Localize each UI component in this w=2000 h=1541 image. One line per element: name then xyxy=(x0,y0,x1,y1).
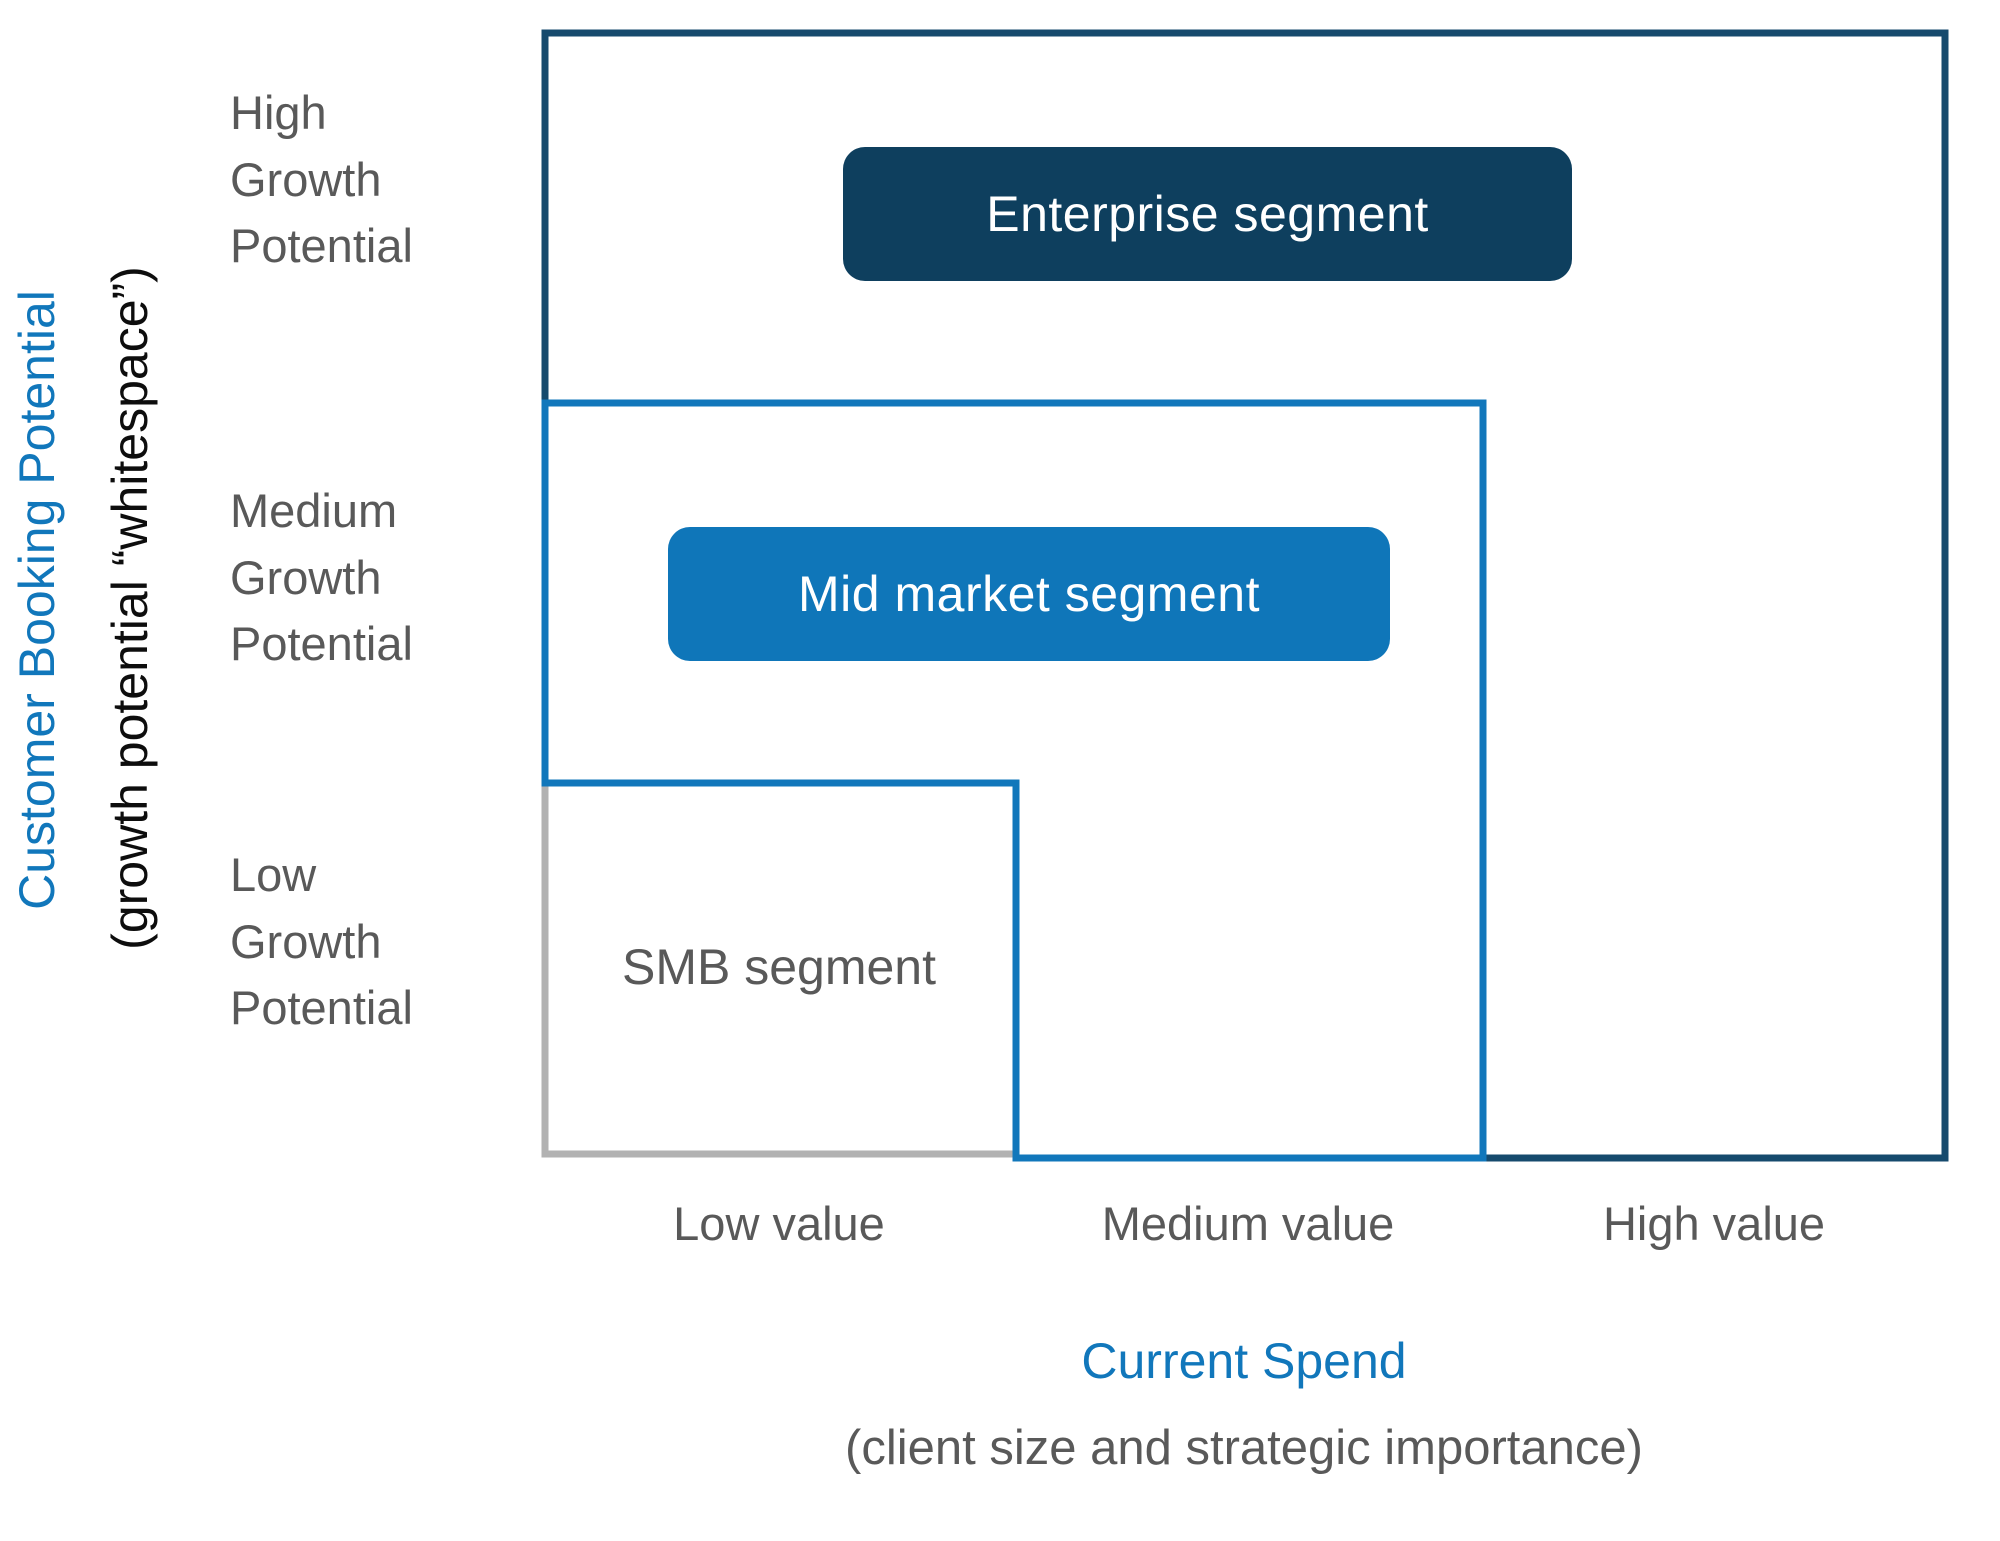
y-axis-title: Customer Booking Potential xyxy=(9,290,65,910)
enterprise-segment-label: Enterprise segment xyxy=(843,147,1572,281)
smb-segment-label: SMB segment xyxy=(621,939,936,995)
x-tick-high-value: High value xyxy=(1602,1197,1826,1250)
y-axis-subtitle: (growth potential “whitespace”) xyxy=(102,266,158,950)
midmarket-rect-border xyxy=(541,399,1487,1162)
y-tick-low-growth: Low Growth Potential xyxy=(230,848,413,1035)
smb-rect-border xyxy=(541,783,1016,1158)
x-axis-title: Current Spend xyxy=(1081,1333,1407,1389)
x-tick-medium-value: Medium value xyxy=(1101,1197,1395,1250)
x-tick-low-value: Low value xyxy=(673,1197,885,1250)
enterprise-rect-border xyxy=(541,29,1949,1162)
y-tick-medium-growth: Medium Growth Potential xyxy=(230,484,413,671)
y-tick-high-growth: High Growth Potential xyxy=(230,86,413,273)
x-axis-subtitle: (client size and strategic importance) xyxy=(845,1421,1643,1475)
midmarket-segment-label: Mid market segment xyxy=(668,527,1390,661)
